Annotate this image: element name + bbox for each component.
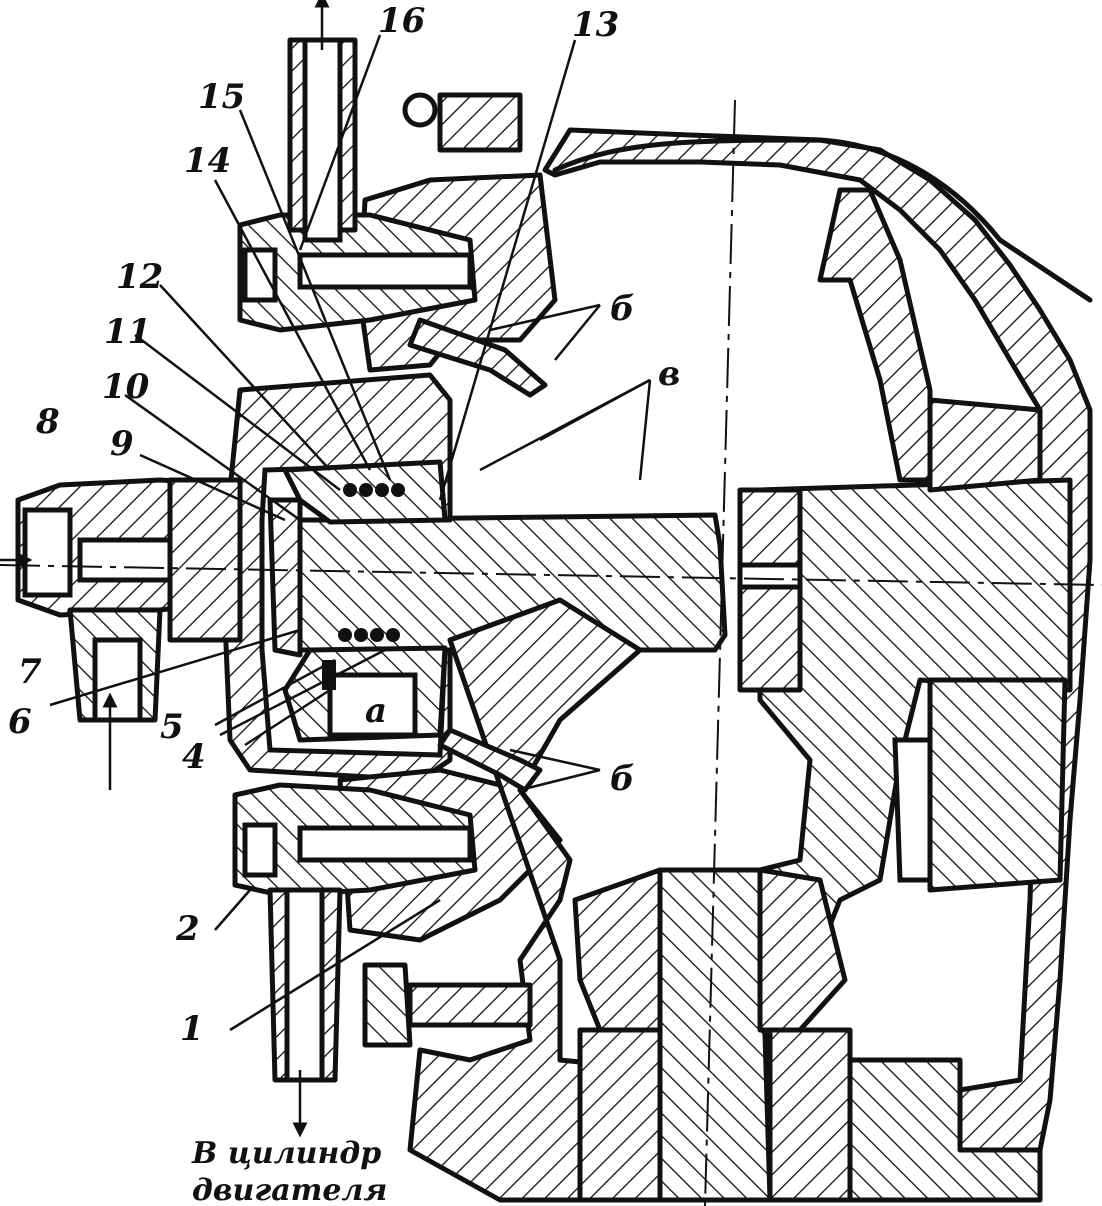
spring-lower [322, 628, 400, 690]
label-8: 8 [35, 402, 60, 442]
inlet-banjo-bore [22, 507, 73, 598]
label-a: а [365, 691, 387, 731]
label-15: 15 [198, 77, 245, 117]
spring-upper [343, 483, 405, 497]
shaft-centerline [0, 564, 1102, 586]
rotor-lower-block [927, 677, 1068, 893]
impeller-vane-upper [817, 187, 933, 483]
mounting-bolt [362, 962, 413, 1048]
upper-passage [297, 252, 473, 290]
vertical-shaft [657, 867, 773, 1203]
housing-outline-top [552, 137, 1093, 303]
label-12: 12 [116, 257, 163, 297]
flow-arrow-b-upper [407, 317, 548, 398]
coupling-bore [737, 562, 803, 590]
label-9: 9 [110, 424, 134, 464]
mounting-bolt-shank [407, 982, 533, 1028]
bevel-gear-left [572, 867, 663, 1033]
label-b-upper: б [610, 289, 635, 329]
caption-line-2: двигателя [192, 1173, 387, 1206]
shaft-coupling [737, 487, 803, 693]
label-13: 13 [572, 5, 619, 45]
caption-line-1: В цилиндр [191, 1136, 381, 1171]
top-bolt-eye [402, 92, 438, 128]
cavity-a [327, 672, 418, 738]
seal-plate-left [267, 497, 303, 658]
lower-banjo-bore [242, 822, 278, 878]
label-2: 2 [175, 909, 200, 949]
bottom-bearing-right [767, 1027, 853, 1203]
leader-lines [49, 34, 652, 1032]
inlet-flange [167, 477, 243, 643]
impeller-vane-right [927, 397, 1043, 493]
lower-passage [297, 825, 473, 863]
label-1: 1 [180, 1009, 204, 1049]
label-14: 14 [184, 141, 231, 181]
label-16: 16 [378, 1, 425, 41]
upper-pipe-bore [302, 37, 343, 243]
upper-banjo-bore [242, 247, 278, 303]
bottom-bearing-left [577, 1027, 663, 1203]
label-v: в [658, 354, 680, 394]
label-4: 4 [182, 737, 206, 777]
label-10: 10 [102, 367, 150, 407]
bevel-gear-right [757, 867, 848, 1033]
bottom-housing-right [847, 1057, 1043, 1203]
label-5: 5 [160, 707, 184, 747]
top-bolt [437, 92, 523, 153]
label-11: 11 [104, 312, 151, 352]
label-7: 7 [18, 652, 42, 692]
label-b-lower: б [610, 759, 635, 799]
label-6: 6 [8, 702, 32, 742]
